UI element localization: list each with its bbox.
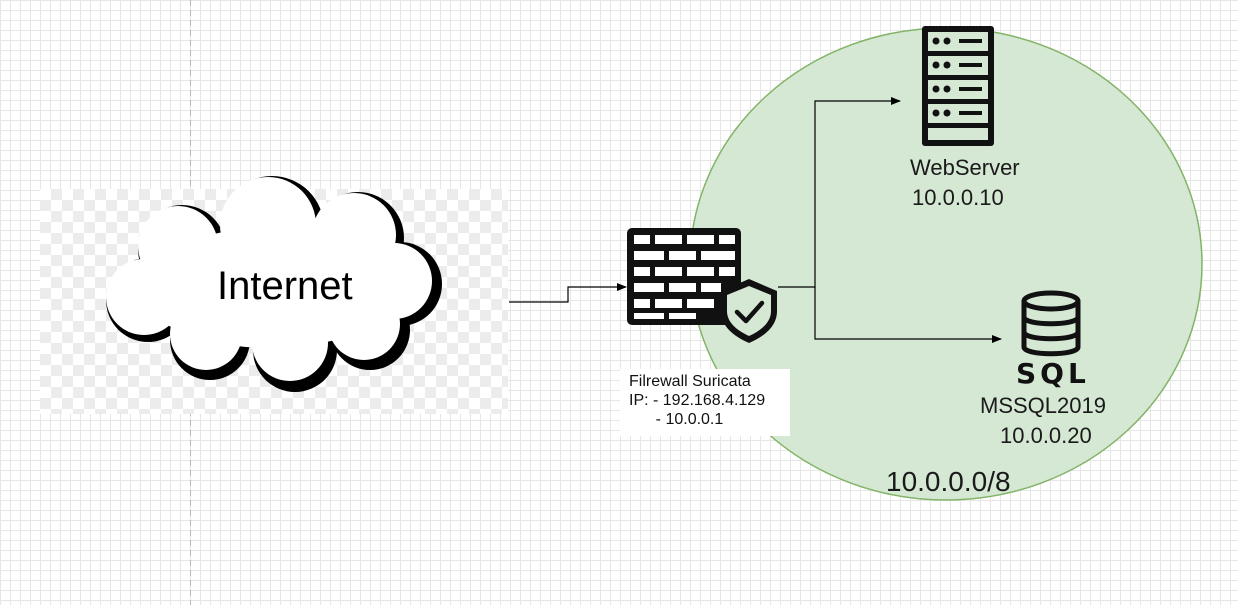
webserver-ip: 10.0.0.10: [912, 185, 1004, 210]
internet-label: Internet: [217, 264, 353, 308]
firewall-label-box: Filrewall Suricata IP: - 192.168.4.129 -…: [620, 369, 790, 436]
sql-server-name: MSSQL2019: [980, 393, 1106, 418]
firewall-ip-line-2: - 10.0.0.1: [629, 411, 724, 428]
edge-internet-to-firewall: [509, 283, 627, 303]
webserver-name: WebServer: [910, 155, 1020, 180]
firewall-title: Filrewall Suricata: [629, 373, 751, 390]
sql-icon-text: SQL: [1016, 357, 1090, 390]
edge-firewall-to-webserver: [778, 97, 901, 288]
sql-server-ip: 10.0.0.20: [1000, 423, 1092, 448]
firewall-ip-line-1: IP: - 192.168.4.129: [629, 392, 766, 409]
edge-firewall-to-sql: [814, 287, 1002, 343]
network-cidr-label: 10.0.0.0/8: [886, 466, 1011, 497]
